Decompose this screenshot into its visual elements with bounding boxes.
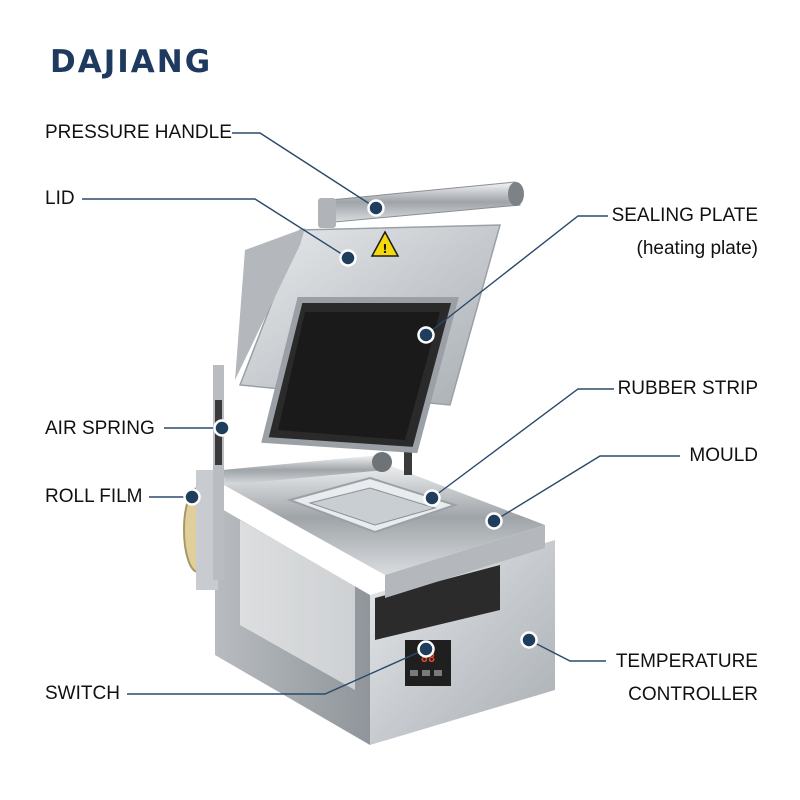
lid-assembly: !	[235, 224, 501, 454]
mould-tray	[286, 476, 459, 534]
leader-temperature-controller	[528, 639, 606, 662]
pressure-handle-bar	[318, 181, 524, 228]
mould-table-edge	[385, 525, 545, 598]
lid-side	[235, 228, 305, 380]
sealing-plate-surface	[278, 312, 440, 440]
dot-air-spring	[213, 419, 231, 437]
svg-text:!: !	[382, 242, 387, 256]
dot-pressure-handle	[367, 199, 385, 217]
dot-sealing-plate	[417, 326, 435, 344]
leader-mould	[493, 455, 680, 522]
leader-sealing-plate	[425, 215, 608, 336]
dot-temperature-controller	[520, 631, 538, 649]
label-roll-film: ROLL FILM	[45, 486, 143, 507]
dot-switch	[417, 640, 435, 658]
label-air-spring: AIR SPRING	[45, 418, 155, 439]
base-front-opening	[375, 565, 500, 640]
label-pressure-handle: PRESSURE HANDLE	[45, 122, 232, 143]
label-temperature-controller-line2: CONTROLLER	[628, 684, 758, 705]
roll-film	[183, 470, 218, 590]
label-switch: SWITCH	[45, 683, 120, 704]
dot-lid	[339, 249, 357, 267]
label-temperature-controller-line1: TEMPERATURE	[615, 651, 758, 672]
label-lid: LID	[45, 188, 75, 209]
base-side-opening	[240, 520, 355, 690]
dot-rubber-strip	[423, 489, 441, 507]
callout-dots	[183, 199, 538, 658]
label-sealing-plate-sub: (heating plate)	[636, 238, 758, 259]
warning-triangle-icon: !	[370, 230, 400, 257]
label-rubber-strip: RUBBER STRIP	[617, 378, 758, 399]
dot-mould	[485, 512, 503, 530]
leader-lid	[82, 198, 349, 259]
back-roller	[222, 452, 392, 485]
label-sealing-plate: SEALING PLATE	[611, 205, 758, 226]
dot-roll-film	[183, 488, 201, 506]
leader-switch	[127, 648, 427, 695]
leader-lines	[82, 132, 680, 695]
leader-rubber-strip	[431, 388, 614, 499]
label-mould: MOULD	[689, 445, 758, 466]
brand-logo: DAJIANG	[50, 44, 213, 80]
leader-pressure-handle	[232, 132, 377, 209]
